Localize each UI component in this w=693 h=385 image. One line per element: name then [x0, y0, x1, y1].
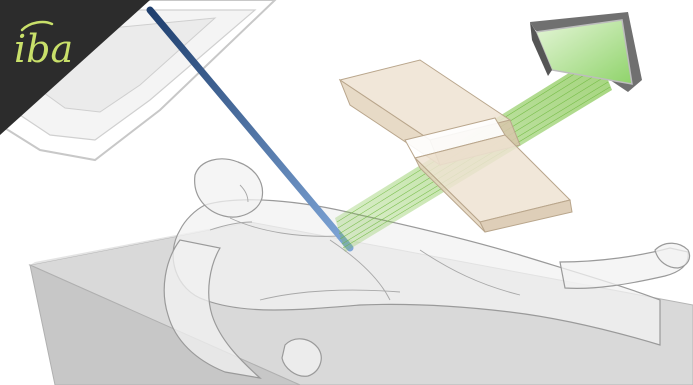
logo-text: iba: [14, 27, 73, 71]
